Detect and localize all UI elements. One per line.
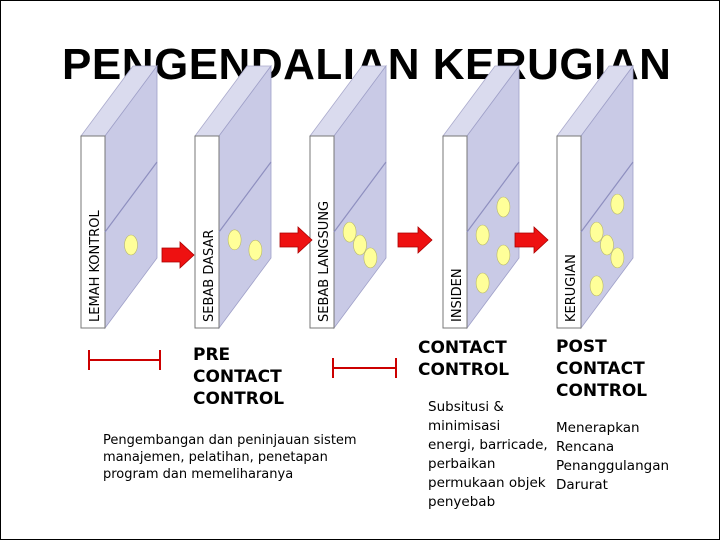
domino-label: SEBAB DASAR (202, 230, 217, 322)
post-contact-control-label: POST CONTACT CONTROL (556, 336, 647, 402)
pre-contact-bracket (89, 350, 160, 370)
domino-label: INSIDEN (450, 268, 465, 322)
flow-arrow (515, 227, 548, 253)
domino-pip (364, 248, 377, 268)
domino-label: KERUGIAN (564, 254, 579, 322)
flow-arrow (162, 242, 194, 268)
domino-pip (476, 273, 489, 293)
domino-pip (611, 194, 624, 214)
domino-pip (590, 222, 603, 242)
flow-arrow (398, 227, 432, 253)
domino-pip (497, 197, 510, 217)
contact-bracket (333, 358, 396, 378)
contact-control-label: CONTACT CONTROL (418, 337, 509, 381)
domino-5: KERUGIAN (557, 66, 633, 328)
domino-2: SEBAB DASAR (195, 66, 271, 328)
domino-pip (249, 240, 262, 260)
domino-label: SEBAB LANGSUNG (317, 201, 332, 322)
domino-1: LEMAH KONTROL (81, 66, 157, 328)
domino-pip (125, 235, 138, 255)
domino-4: INSIDEN (443, 66, 519, 328)
domino-3: SEBAB LANGSUNG (310, 66, 386, 328)
domino-pip (590, 276, 603, 296)
domino-pip (354, 235, 367, 255)
domino-pip (476, 225, 489, 245)
domino-pip (611, 248, 624, 268)
pre-contact-note: Pengembangan dan peninjauan sistem manaj… (103, 432, 357, 483)
domino-pip (228, 230, 241, 250)
domino-pip (497, 245, 510, 265)
post-contact-control-note: Menerapkan Rencana Penanggulangan Darura… (556, 419, 669, 495)
pre-contact-control-label: PRE CONTACT CONTROL (193, 344, 284, 410)
flow-arrow (280, 227, 312, 253)
domino-label: LEMAH KONTROL (88, 210, 103, 322)
domino-pip (601, 235, 614, 255)
domino-pip (343, 222, 356, 242)
contact-control-note: Subsitusi & minimisasi energi, barricade… (428, 398, 548, 512)
